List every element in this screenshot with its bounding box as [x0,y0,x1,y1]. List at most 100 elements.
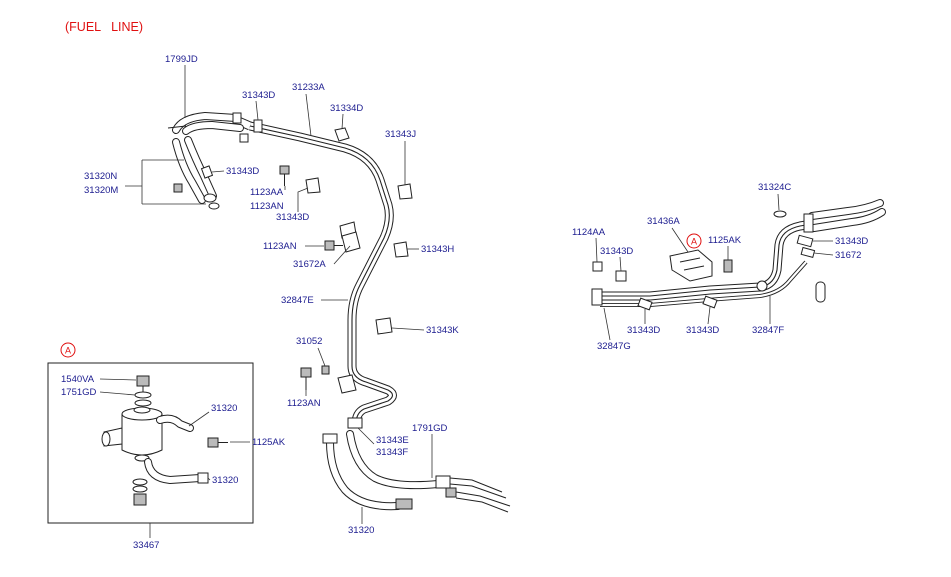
part-number-33467: 33467 [133,540,159,551]
part-number-32847g: 32847G [597,341,631,352]
part-number-31672a: 31672A [293,259,326,270]
main-leader-lines [125,65,433,524]
leader-line [341,113,344,130]
detail-a: A 1540VA 1751GD [47,342,286,551]
leader-line [813,252,834,256]
part-number-31343f: 31343F [376,447,408,458]
pipe-bracket [341,231,361,253]
pipe-continuation [455,491,511,507]
part-number-31320: 31320 [211,403,237,414]
leader-line [671,227,689,253]
part-number-31436a: 31436A [647,216,680,227]
secondary-pipe-inner [600,261,807,307]
pipe-clip [397,183,413,200]
hose-fitting [197,472,209,484]
pipe-outer [250,126,393,424]
hose-clamp [232,112,242,124]
leader-line [188,411,210,427]
detail-marker-circle [686,233,702,249]
part-number-31334d: 31334D [330,103,363,114]
leader-bracket [125,159,206,205]
part-number-1125ak: 1125AK [708,235,742,246]
main-pipe-bundle [236,120,393,424]
part-number-31343k: 31343K [426,325,459,336]
pipe-clip [393,241,409,258]
part-number-31233a: 31233A [292,82,325,93]
pipe-clip-31672 [800,246,816,259]
lower-hoses [322,434,511,513]
part-number-31343d: 31343D [686,325,719,336]
bolt-head [207,437,219,448]
part-number-1124aa: 1124AA [572,227,606,238]
hose-clamp [803,213,814,233]
pipe-continuation [455,497,509,513]
leader-line [357,427,375,445]
part-number-31343e: 31343E [376,435,409,446]
part-number-31320: 31320 [348,525,374,536]
part-number-32847e: 32847E [281,295,314,306]
pipe-clip [702,295,718,309]
part-number-31343d: 31343D [276,212,309,223]
pipe-end-plug [815,281,826,303]
pipe-bracket [337,374,357,394]
pipe-joint [756,280,768,292]
fuel-filter [101,375,163,506]
pipe-continuation [449,477,503,493]
part-number-31672: 31672 [835,250,861,261]
part-number-1799jd: 1799JD [165,54,198,65]
leader-line [619,256,622,272]
part-number-31343j: 31343J [385,129,416,140]
clip-31324c [773,210,787,218]
leader-line [207,477,211,481]
bracket-ear [101,431,111,447]
part-number-1540va: 1540VA [61,374,95,385]
part-number-31343d: 31343D [226,166,259,177]
leader-line [777,193,780,211]
leader-line [211,170,225,173]
leader-line [317,347,326,367]
bracket-detail [679,257,705,271]
bolt-head [279,165,290,175]
detail-a-box [47,362,254,524]
leader-line [99,391,136,396]
part-number-1123an: 1123AN [263,241,297,252]
part-number-31052: 31052 [296,336,322,347]
part-number-1751gd: 1751GD [61,387,97,398]
detail-marker-circle [60,342,76,358]
part-number-31343d: 31343D [242,90,275,101]
rear-fuel-line: A 31324C 31436A 1124AA 1125AK 31343D 313… [572,182,882,352]
leader-line [391,327,425,331]
clips-and-bolts [279,127,413,429]
leader-line [333,245,351,265]
fitting-1124aa [592,261,603,272]
leader-line [305,93,312,137]
hose-end [167,125,187,129]
main-part-labels: 1799JD 31343D 31233A 31334D 31343J 31320… [84,54,459,536]
part-number-31343d: 31343D [627,325,660,336]
bolt-1125ak [723,259,733,273]
pipe-clip [334,127,350,142]
part-number-31343d: 31343D [835,236,868,247]
washer [134,399,152,407]
part-number-31324c: 31324C [758,182,791,193]
leader-line [603,307,611,341]
pipe-continuation [449,483,507,499]
pipe-clip [305,177,321,194]
hose-clamp [200,165,214,179]
pipe-clip [796,234,814,248]
part-number-31343h: 31343H [421,244,454,255]
washer [134,391,152,399]
washer [132,485,148,493]
bracket-31436a [669,249,713,282]
part-number-31320m: 31320M [84,185,118,196]
washer [208,202,220,210]
hose-fitting [445,487,457,498]
filter-inlet [133,406,151,414]
diagram-title: (FUEL LINE) [65,20,143,34]
part-number-1123an: 1123AN [287,398,321,409]
part-number-31343d: 31343D [600,246,633,257]
leader-line [595,237,598,263]
bolt [173,183,183,193]
pipe-end-fitting [591,288,603,306]
part-number-1123aa: 1123AA [250,187,284,198]
